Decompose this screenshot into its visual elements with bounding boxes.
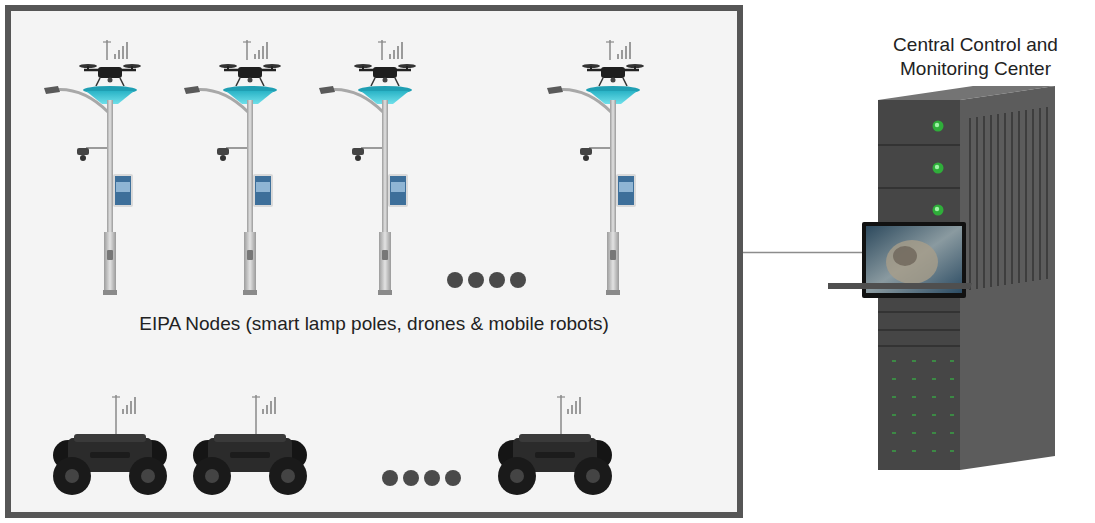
group-label: EIPA Nodes (smart lamp poles, drones & m…: [21, 312, 727, 336]
eipa-illustration: [5, 5, 743, 518]
server-node: Central Control and Monitoring Center: [862, 30, 1090, 475]
server-heading: Central Control and Monitoring Center: [868, 33, 1083, 81]
server-rack-illustration: [828, 30, 1090, 475]
connector-line: [743, 252, 862, 253]
node-group-box: EIPA Nodes (smart lamp poles, drones & m…: [5, 5, 743, 518]
